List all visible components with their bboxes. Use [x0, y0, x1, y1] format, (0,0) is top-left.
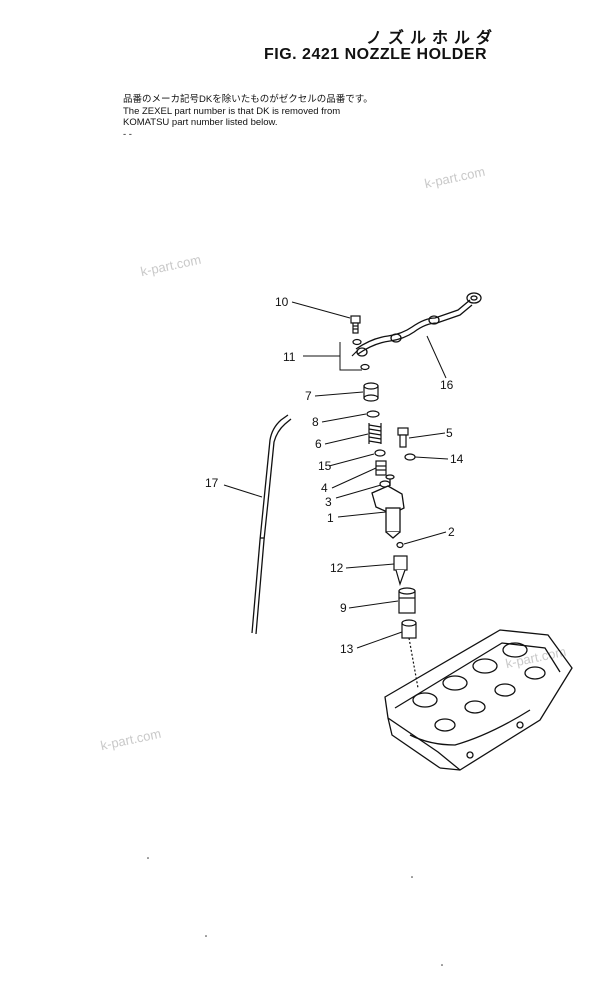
callout-1: 1 — [327, 511, 334, 525]
callout-13: 13 — [340, 642, 354, 656]
note-line-en-1: The ZEXEL part number is that DK is remo… — [123, 106, 341, 117]
note-line-dash: - - — [123, 129, 132, 140]
part-16-pipe — [355, 292, 482, 357]
part-17-rod — [251, 414, 292, 635]
callout-11: 11 — [283, 350, 296, 364]
callout-7: 7 — [305, 389, 312, 403]
part-5-seat — [374, 449, 386, 457]
part-12-nozzle-tip — [393, 555, 408, 586]
note-line-jp: 品番のメーカ記号DKを除いたものがゼクセルの品番です。 — [123, 94, 373, 105]
part-9-retaining-nut — [398, 587, 416, 614]
part-10-bolt — [350, 315, 361, 334]
callout-9: 9 — [340, 601, 347, 615]
callout-6: 6 — [315, 437, 322, 451]
part-2-o-ring — [396, 541, 404, 549]
part-1-holder-body — [371, 474, 405, 539]
part-11-gaskets — [351, 338, 370, 371]
callout-12: 12 — [330, 561, 344, 575]
note-line-en-2: KOMATSU part number listed below. — [123, 117, 278, 128]
callout-4: 4 — [321, 481, 328, 495]
part-15-washer — [404, 453, 416, 461]
scan-specks — [147, 857, 443, 966]
cylinder-head — [384, 629, 573, 771]
callout-10: 10 — [275, 295, 289, 309]
callout-labels: 10 11 16 7 8 6 5 14 15 4 3 17 1 2 12 9 1… — [205, 295, 464, 656]
callout-14: 5 — [446, 426, 453, 440]
part-8-washer — [366, 410, 380, 418]
callout-2: 2 — [448, 525, 455, 539]
figure-title: FIG. 2421 NOZZLE HOLDER — [264, 46, 488, 63]
part-6-spring — [368, 423, 382, 444]
leader-lines — [223, 301, 449, 649]
callout-3: 3 — [325, 495, 332, 509]
part-14-bolt — [397, 427, 409, 448]
callout-17: 17 — [205, 476, 219, 490]
part-4-spacer — [375, 460, 387, 476]
part-13-sleeve — [401, 619, 419, 689]
part-7-nut — [363, 382, 379, 402]
callout-15: 14 — [450, 452, 464, 466]
japanese-title: ノズルホルダ — [366, 28, 499, 47]
callout-8: 8 — [312, 415, 319, 429]
callout-16: 16 — [440, 378, 454, 392]
callout-5: 15 — [318, 459, 332, 473]
